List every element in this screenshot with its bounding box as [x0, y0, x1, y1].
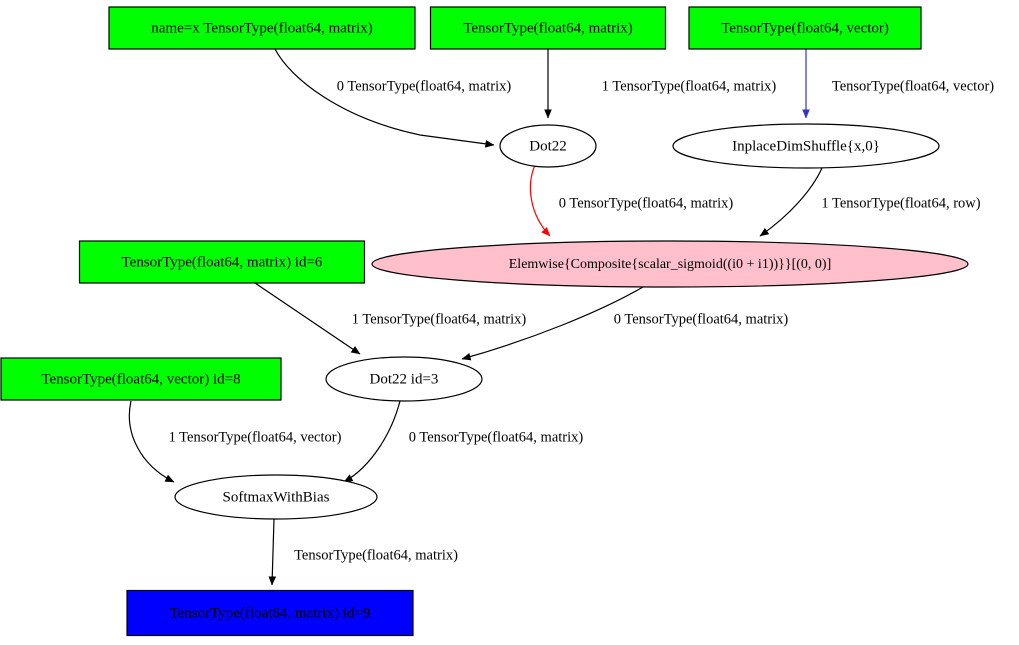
- graph-edge: [268, 518, 277, 586]
- edge-label: TensorType(float64, matrix): [294, 547, 458, 563]
- edge-label: 1 TensorType(float64, matrix): [602, 78, 777, 94]
- edge-label: 0 TensorType(float64, matrix): [559, 195, 734, 211]
- node-label: TensorType(float64, vector): [721, 20, 889, 36]
- edge-label: 0 TensorType(float64, matrix): [409, 429, 584, 445]
- node-shape-box: [688, 6, 922, 50]
- node-shape-box: [429, 6, 667, 50]
- edge-label: 1 TensorType(float64, vector): [169, 429, 342, 445]
- graph-node[interactable]: name=x TensorType(float64, matrix): [108, 6, 416, 50]
- node-shape-ellipse: [672, 123, 940, 169]
- node-shape-box: [126, 589, 414, 637]
- node-label: TensorType(float64, matrix): [463, 20, 633, 36]
- node-label: SoftmaxWithBias: [223, 489, 330, 505]
- node-label: TensorType(float64, vector) id=8: [41, 371, 240, 387]
- node-label: TensorType(float64, matrix) id=9: [170, 605, 371, 621]
- node-label: Dot22: [529, 138, 567, 154]
- graph-node[interactable]: SoftmaxWithBias: [174, 474, 378, 520]
- graph-edge: [759, 167, 823, 237]
- graph-edge: [343, 400, 401, 483]
- node-shape-ellipse: [371, 240, 969, 288]
- node-label: Elemwise{Composite{scalar_sigmoid((i0 + …: [509, 257, 832, 272]
- graph-node[interactable]: InplaceDimShuffle{x,0}: [672, 123, 940, 169]
- node-shape-ellipse: [325, 356, 483, 402]
- node-shape-ellipse: [174, 474, 378, 520]
- graph-node[interactable]: Elemwise{Composite{scalar_sigmoid((i0 + …: [371, 240, 969, 288]
- edge-label: 1 TensorType(float64, row): [821, 195, 980, 211]
- node-label: InplaceDimShuffle{x,0}: [732, 138, 880, 154]
- graph-node[interactable]: TensorType(float64, matrix) id=9: [126, 589, 414, 637]
- nodes-layer: name=x TensorType(float64, matrix) Tensor…: [0, 6, 969, 637]
- node-label: name=x TensorType(float64, matrix): [151, 20, 372, 36]
- graph-edge: [529, 164, 551, 237]
- edge-label: 1 TensorType(float64, matrix): [352, 311, 527, 327]
- node-shape-box: [0, 357, 282, 401]
- graph-edge: [254, 282, 361, 355]
- graph-node[interactable]: Dot22: [499, 124, 597, 168]
- graph-edge: [128, 400, 175, 483]
- graph-node[interactable]: TensorType(float64, vector): [688, 6, 922, 50]
- node-shape-box: [108, 6, 416, 50]
- graph-edge: [461, 286, 644, 361]
- graph-node[interactable]: TensorType(float64, matrix) id=6: [78, 240, 366, 284]
- edge-labels-layer: 0 TensorType(float64, matrix) 1 TensorTyp…: [169, 78, 995, 563]
- node-shape-ellipse: [499, 124, 597, 168]
- graph-node[interactable]: Dot22 id=3: [325, 356, 483, 402]
- graph-node[interactable]: TensorType(float64, vector) id=8: [0, 357, 282, 401]
- node-shape-box: [78, 240, 366, 284]
- node-label: TensorType(float64, matrix) id=6: [122, 254, 323, 270]
- node-label: Dot22 id=3: [370, 371, 439, 387]
- edge-label: 0 TensorType(float64, matrix): [337, 78, 512, 94]
- edge-label: TensorType(float64, vector): [832, 78, 994, 94]
- edge-label: 0 TensorType(float64, matrix): [614, 311, 789, 327]
- graph-node[interactable]: TensorType(float64, matrix): [429, 6, 667, 50]
- graph-edge: [274, 48, 495, 148]
- edges-layer: [128, 48, 823, 586]
